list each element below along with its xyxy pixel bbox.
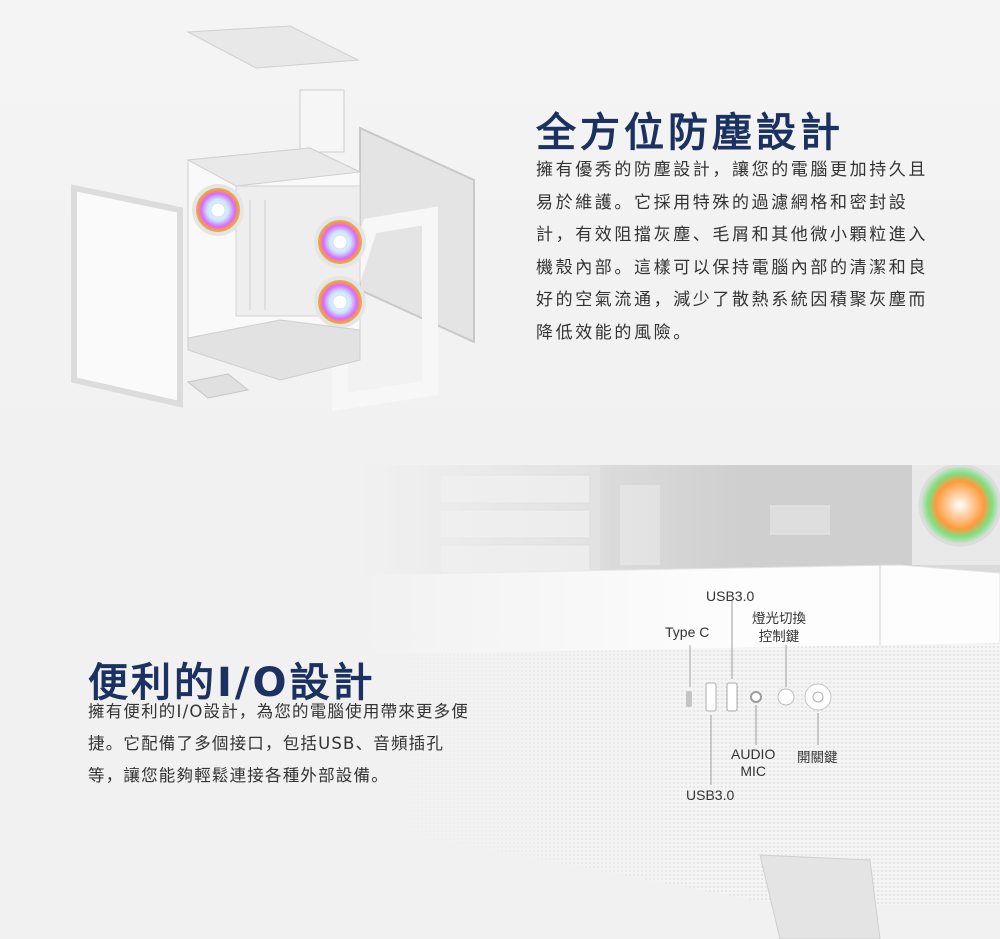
power-button-label: 開關鍵	[797, 750, 838, 766]
top-dust-filter	[186, 25, 360, 69]
rgb-fan	[314, 276, 366, 328]
light-switch-label: 燈光切換 控制鍵	[752, 610, 806, 646]
rgb-fan	[314, 216, 366, 268]
io-section-paragraph: 擁有便利的I/O設計，為您的電腦使用帶來更多便捷。它配備了多個接口，包括USB、…	[88, 702, 470, 785]
rgb-fan	[192, 184, 244, 236]
light-switch-button	[777, 688, 795, 706]
bottom-dust-filter	[186, 373, 250, 399]
io-panel-closeup	[360, 465, 1000, 939]
audio-label-line2: MIC	[740, 763, 766, 779]
exploded-case-illustration	[71, 25, 475, 412]
audio-mic-label: AUDIO MIC	[731, 746, 775, 780]
light-switch-label-line2: 控制鍵	[758, 629, 800, 645]
light-switch-label-line1: 燈光切換	[752, 611, 806, 627]
audio-mic-jack	[750, 691, 762, 703]
usb3-top-label: USB3.0	[706, 588, 755, 604]
pcie-bracket	[299, 89, 345, 153]
audio-label-line1: AUDIO	[731, 746, 776, 762]
dust-section-title: 全方位防塵設計	[536, 110, 844, 156]
io-section-title: 便利的I/O設計	[88, 660, 376, 706]
type-c-label: Type C	[665, 624, 710, 640]
power-button	[804, 683, 832, 711]
right-mesh-panel	[359, 126, 475, 344]
left-glass-panel	[71, 184, 183, 408]
dust-section-paragraph: 擁有優秀的防塵設計，讓您的電腦更加持久且易於維護。它採用特殊的過濾網格和密封設計…	[536, 160, 928, 343]
usb3-bottom-label: USB3.0	[686, 787, 735, 803]
